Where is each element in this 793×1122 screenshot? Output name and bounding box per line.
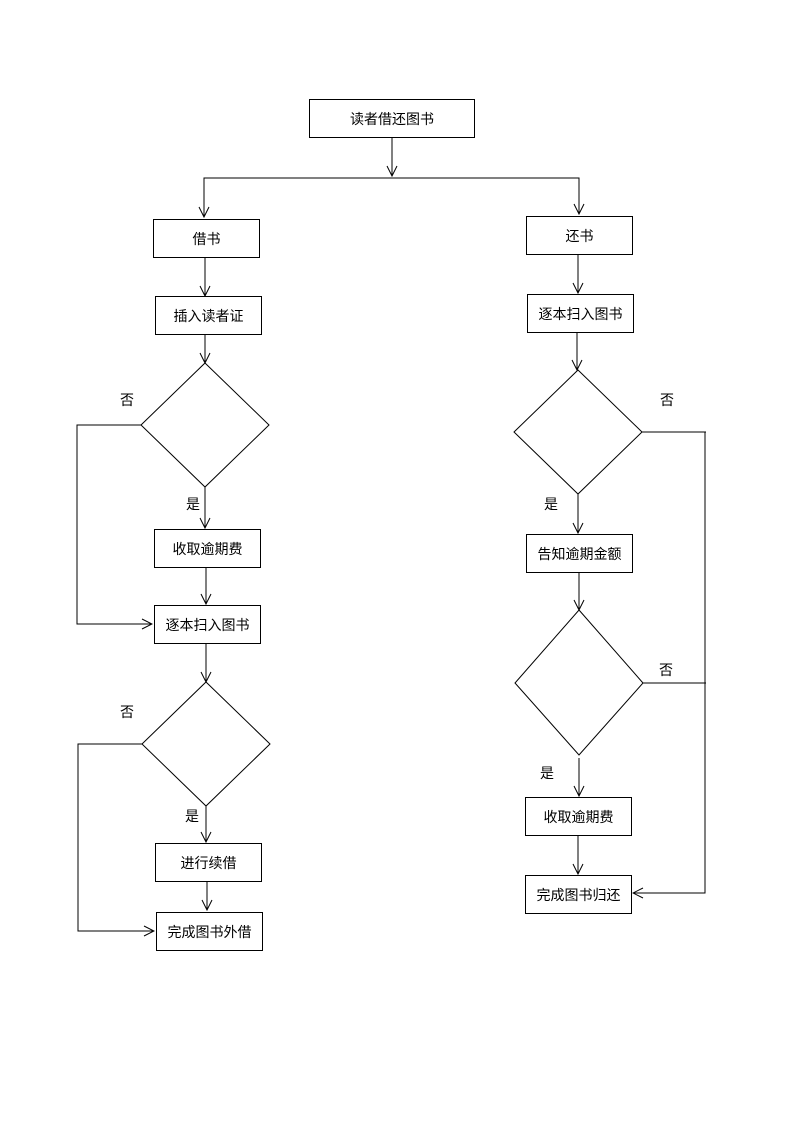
no-label-left-2: 否 (120, 705, 134, 721)
return-scan-books-box: 逐本扫入图书 (527, 294, 634, 333)
borrow-box: 借书 (153, 219, 260, 258)
return-collect-fee-box: 收取逾期费 (525, 797, 632, 836)
no-label-right-1: 否 (660, 393, 674, 409)
yes-label-right-1: 是 (544, 497, 558, 513)
arrow-split-borrow (204, 177, 392, 217)
root-box: 读者借还图书 (309, 99, 475, 138)
borrow-collect-fee-box: 收取逾期费 (154, 529, 261, 568)
arrow-decision1-no (76, 424, 152, 624)
decision-diamond-right-2 (514, 609, 644, 756)
borrow-complete-box: 完成图书外借 (156, 912, 263, 951)
return-box: 还书 (526, 216, 633, 255)
yes-label-left-2: 是 (185, 809, 199, 825)
arrow-no-to-complete (633, 432, 706, 893)
yes-label-left-1: 是 (186, 497, 200, 513)
arrow-split-return (392, 177, 579, 214)
arrow-decision2-no (77, 743, 154, 931)
return-complete-box: 完成图书归还 (525, 875, 632, 914)
no-label-left-1: 否 (120, 393, 134, 409)
renew-box: 进行续借 (155, 843, 262, 882)
no-label-right-2: 否 (659, 663, 673, 679)
notify-amount-box: 告知逾期金额 (526, 534, 633, 573)
decision-diamond-right-1 (513, 369, 643, 495)
yes-label-right-2: 是 (540, 766, 554, 782)
decision-diamond-left-1 (140, 362, 270, 488)
borrow-scan-books-box: 逐本扫入图书 (154, 605, 261, 644)
insert-card-box: 插入读者证 (155, 296, 262, 335)
decision-diamond-left-2 (141, 681, 271, 807)
